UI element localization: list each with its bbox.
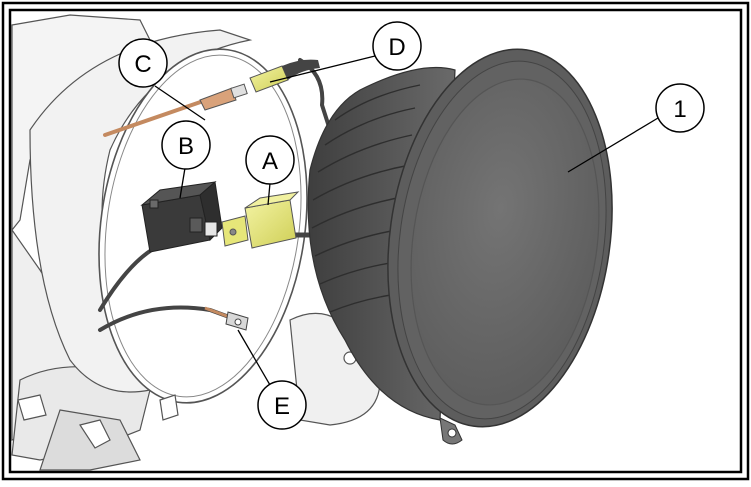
callout-e-label: E [274, 393, 290, 420]
callout-d-label: D [388, 34, 405, 61]
callout-a: A [245, 135, 295, 185]
led-headlamp [307, 48, 613, 445]
callout-a-label: A [262, 148, 278, 175]
connector-a [221, 191, 300, 249]
callout-e: E [257, 380, 307, 430]
callout-b-label: B [178, 133, 194, 160]
callout-1-label: 1 [673, 96, 686, 123]
connector-d [249, 59, 320, 93]
callout-b: B [161, 120, 211, 170]
callout-d: D [372, 21, 422, 71]
terminal-e [204, 306, 249, 331]
callout-c-label: C [134, 51, 151, 78]
leader-lines [154, 55, 659, 386]
callout-c: C [118, 38, 168, 88]
copper-wire-c [103, 83, 248, 137]
connector-b [140, 181, 223, 253]
callout-1: 1 [655, 83, 705, 133]
